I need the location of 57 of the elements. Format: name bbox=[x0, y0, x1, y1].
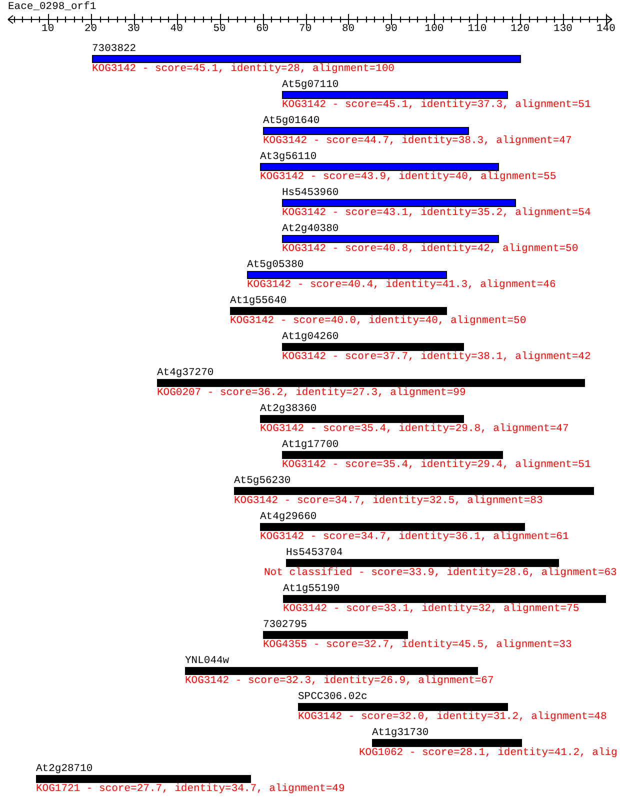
tick-label: 140 bbox=[596, 23, 616, 35]
hit-name: At3g56110 bbox=[260, 151, 317, 163]
hit-name: At5g56230 bbox=[234, 475, 291, 487]
hit-description: KOG3142 - score=34.7, identity=32.5, alignment=83 bbox=[234, 495, 543, 507]
query-name: Eace_0298_orf1 bbox=[8, 1, 96, 13]
tick-label: 10 bbox=[42, 23, 54, 35]
hit-description: KOG3142 - score=40.8, identity=42, alignment=50 bbox=[282, 243, 578, 255]
hit-name: Hs5453960 bbox=[282, 187, 339, 199]
hit-name: At1g31730 bbox=[372, 727, 429, 739]
hit-name: At2g28710 bbox=[36, 763, 93, 775]
hit-name: YNL044w bbox=[185, 655, 230, 667]
hit-description: KOG3142 - score=40.4, identity=41.3, alignment=46 bbox=[247, 279, 556, 291]
hit-name: At2g40380 bbox=[282, 223, 339, 235]
hit-description: KOG3142 - score=35.4, identity=29.4, alignment=51 bbox=[282, 459, 591, 471]
hit-description: Not classified - score=33.9, identity=28.6, alignment=63 bbox=[264, 567, 617, 579]
hit-description: KOG3142 - score=32.3, identity=26.9, alignment=67 bbox=[185, 675, 494, 687]
hit-name: 7303822 bbox=[92, 43, 136, 55]
hit-name: At2g38360 bbox=[260, 403, 317, 415]
hit-description: KOG3142 - score=37.7, identity=38.1, alignment=42 bbox=[282, 351, 591, 363]
hit-description: KOG3142 - score=35.4, identity=29.8, alignment=47 bbox=[260, 423, 569, 435]
tick-label: 60 bbox=[256, 23, 269, 35]
tick-label: 20 bbox=[84, 23, 98, 35]
tick-label: 110 bbox=[468, 23, 487, 35]
hit-name: SPCC306.02c bbox=[298, 691, 368, 703]
hit-name: At1g17700 bbox=[282, 439, 339, 451]
hit-description: KOG1721 - score=27.7, identity=34.7, alignment=49 bbox=[36, 783, 345, 795]
hit-description: KOG3142 - score=45.1, identity=37.3, alignment=51 bbox=[282, 99, 591, 111]
tick-label: 80 bbox=[342, 23, 355, 35]
hit-name: At1g04260 bbox=[282, 331, 339, 343]
hit-name: At4g37270 bbox=[157, 367, 214, 379]
tick-label: 30 bbox=[127, 23, 140, 35]
hit-description: KOG3142 - score=34.7, identity=36.1, alignment=61 bbox=[260, 531, 569, 543]
hit-name: At5g05380 bbox=[247, 259, 304, 271]
tick-label: 50 bbox=[213, 23, 226, 35]
hit-description: KOG0207 - score=36.2, identity=27.3, alignment=99 bbox=[157, 387, 466, 399]
tick-label: 40 bbox=[170, 23, 183, 35]
tick-label: 120 bbox=[510, 23, 530, 35]
hit-name: 7302795 bbox=[263, 619, 308, 631]
hit-name: At5g01640 bbox=[263, 115, 320, 127]
tick-label: 130 bbox=[554, 23, 572, 35]
hit-description: KOG3142 - score=45.1, identity=28, alignment=100 bbox=[92, 63, 394, 75]
tick-label: 100 bbox=[424, 23, 444, 35]
hit-description: KOG3142 - score=40.0, identity=40, alignment=50 bbox=[230, 315, 526, 327]
hit-name: Hs5453704 bbox=[286, 547, 343, 559]
tick-label: 70 bbox=[299, 23, 312, 35]
hit-name: At1g55640 bbox=[230, 295, 287, 307]
hit-description: KOG4355 - score=32.7, identity=45.5, alignment=33 bbox=[263, 639, 572, 651]
hit-name: At4g29660 bbox=[260, 511, 317, 523]
hit-description: KOG3142 - score=33.1, identity=32, alignment=75 bbox=[283, 603, 580, 615]
hit-description: KOG1062 - score=28.1, identity=41.2, alig bbox=[359, 747, 618, 759]
hit-description: KOG3142 - score=43.1, identity=35.2, alignment=54 bbox=[282, 207, 591, 219]
hit-name: At1g55190 bbox=[283, 583, 340, 595]
hit-name: At5g07110 bbox=[282, 79, 339, 91]
hit-description: KOG3142 - score=32.0, identity=31.2, alignment=48 bbox=[298, 711, 607, 723]
hit-description: KOG3142 - score=44.7, identity=38.3, alignment=47 bbox=[263, 135, 572, 147]
hit-description: KOG3142 - score=43.9, identity=40, alignment=55 bbox=[260, 171, 556, 183]
tick-label: 90 bbox=[384, 23, 398, 35]
